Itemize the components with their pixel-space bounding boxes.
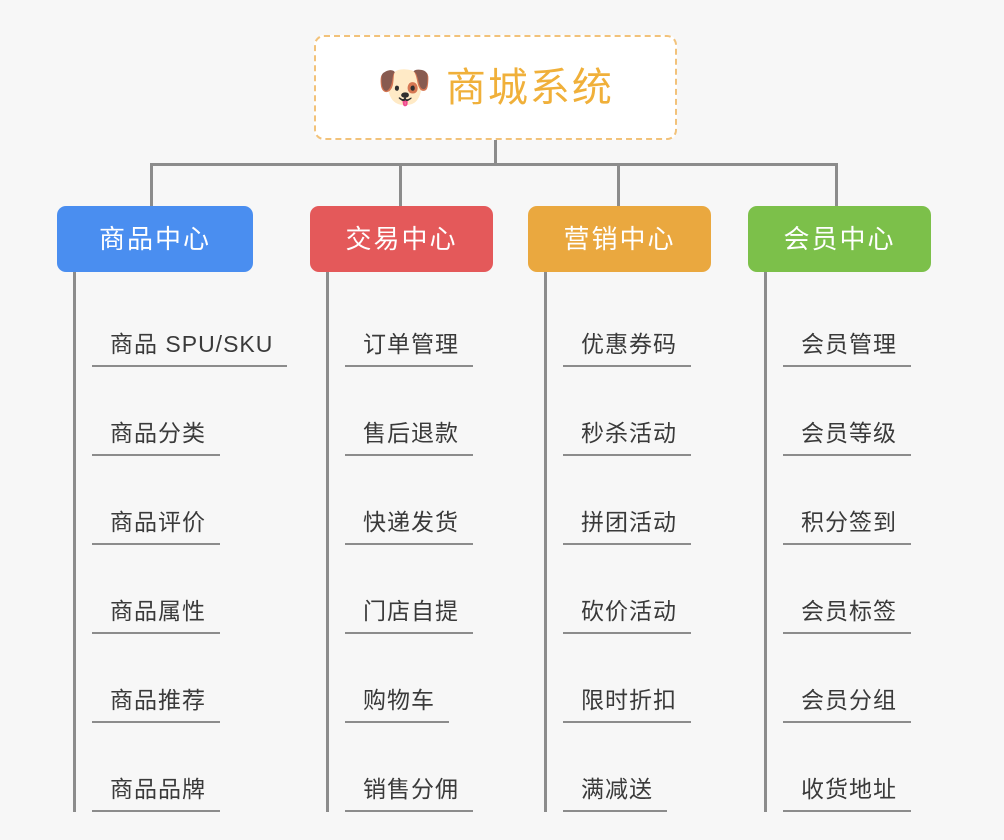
leaf-label: 会员标签 (783, 600, 911, 634)
root-node[interactable]: 🐶 商城系统 (314, 35, 677, 140)
list-item[interactable]: 会员分组 (783, 634, 931, 723)
branch-header-1[interactable]: 交易中心 (310, 206, 493, 272)
leaf-label: 快递发货 (345, 511, 473, 545)
connector-horizontal-bus (150, 163, 838, 166)
leaf-label: 会员分组 (783, 689, 911, 723)
list-item[interactable]: 商品分类 (92, 367, 253, 456)
list-item[interactable]: 订单管理 (345, 278, 493, 367)
leaf-label: 商品推荐 (92, 689, 220, 723)
connector-drop-1 (399, 163, 402, 208)
branch-header-label: 交易中心 (345, 224, 458, 254)
leaf-label: 满减送 (563, 778, 667, 812)
leaf-label: 商品属性 (92, 600, 220, 634)
leaf-label: 商品评价 (92, 511, 220, 545)
leaf-label: 优惠券码 (563, 333, 691, 367)
list-item[interactable]: 商品属性 (92, 545, 253, 634)
list-item[interactable]: 快递发货 (345, 456, 493, 545)
list-item[interactable]: 门店自提 (345, 545, 493, 634)
list-item[interactable]: 优惠券码 (563, 278, 711, 367)
connector-root-stem (494, 140, 497, 165)
branch-column-3: 会员中心 会员管理 会员等级 积分签到 会员标签 会员分组 收货地址 (748, 206, 931, 812)
list-item[interactable]: 会员管理 (783, 278, 931, 367)
leaf-label: 商品 SPU/SKU (92, 333, 288, 367)
list-item[interactable]: 商品品牌 (92, 723, 253, 812)
leaf-label: 销售分佣 (345, 778, 473, 812)
list-item[interactable]: 会员标签 (783, 545, 931, 634)
leaf-label: 收货地址 (783, 778, 911, 812)
list-item[interactable]: 商品评价 (92, 456, 253, 545)
list-item[interactable]: 售后退款 (345, 367, 493, 456)
leaf-label: 门店自提 (345, 600, 473, 634)
branch-column-2: 营销中心 优惠券码 秒杀活动 拼团活动 砍价活动 限时折扣 满减送 (528, 206, 711, 812)
list-item[interactable]: 商品 SPU/SKU (92, 278, 288, 367)
list-item[interactable]: 购物车 (345, 634, 493, 723)
connector-drop-0 (150, 163, 153, 208)
list-item[interactable]: 收货地址 (783, 723, 931, 812)
root-node-title: 商城系统 (445, 65, 614, 110)
branch-column-0: 商品中心 商品 SPU/SKU 商品分类 商品评价 商品属性 商品推荐 商品品牌 (57, 206, 288, 812)
branch-leaf-list-3: 会员管理 会员等级 积分签到 会员标签 会员分组 收货地址 (764, 272, 931, 812)
branch-header-label: 会员中心 (783, 224, 896, 254)
list-item[interactable]: 秒杀活动 (563, 367, 711, 456)
leaf-label: 会员管理 (783, 333, 911, 367)
branch-header-0[interactable]: 商品中心 (57, 206, 253, 272)
branch-header-label: 商品中心 (98, 224, 211, 254)
list-item[interactable]: 拼团活动 (563, 456, 711, 545)
list-item[interactable]: 满减送 (563, 723, 711, 812)
list-item[interactable]: 砍价活动 (563, 545, 711, 634)
list-item[interactable]: 会员等级 (783, 367, 931, 456)
leaf-label: 订单管理 (345, 333, 473, 367)
branch-header-label: 营销中心 (563, 224, 676, 254)
branch-leaf-list-0: 商品 SPU/SKU 商品分类 商品评价 商品属性 商品推荐 商品品牌 (73, 272, 288, 812)
branch-column-1: 交易中心 订单管理 售后退款 快递发货 门店自提 购物车 销售分佣 (310, 206, 493, 812)
leaf-label: 购物车 (345, 689, 449, 723)
leaf-label: 秒杀活动 (563, 422, 691, 456)
leaf-label: 售后退款 (345, 422, 473, 456)
shiba-dog-face-icon: 🐶 (377, 62, 432, 112)
branch-header-2[interactable]: 营销中心 (528, 206, 711, 272)
leaf-label: 积分签到 (783, 511, 911, 545)
leaf-label: 商品品牌 (92, 778, 220, 812)
leaf-label: 限时折扣 (563, 689, 691, 723)
leaf-label: 砍价活动 (563, 600, 691, 634)
list-item[interactable]: 销售分佣 (345, 723, 493, 812)
branch-leaf-list-2: 优惠券码 秒杀活动 拼团活动 砍价活动 限时折扣 满减送 (544, 272, 711, 812)
list-item[interactable]: 限时折扣 (563, 634, 711, 723)
connector-drop-2 (617, 163, 620, 208)
list-item[interactable]: 商品推荐 (92, 634, 253, 723)
list-item[interactable]: 积分签到 (783, 456, 931, 545)
branch-leaf-list-1: 订单管理 售后退款 快递发货 门店自提 购物车 销售分佣 (326, 272, 493, 812)
branch-header-3[interactable]: 会员中心 (748, 206, 931, 272)
connector-drop-3 (835, 163, 838, 208)
leaf-label: 商品分类 (92, 422, 220, 456)
leaf-label: 拼团活动 (563, 511, 691, 545)
leaf-label: 会员等级 (783, 422, 911, 456)
